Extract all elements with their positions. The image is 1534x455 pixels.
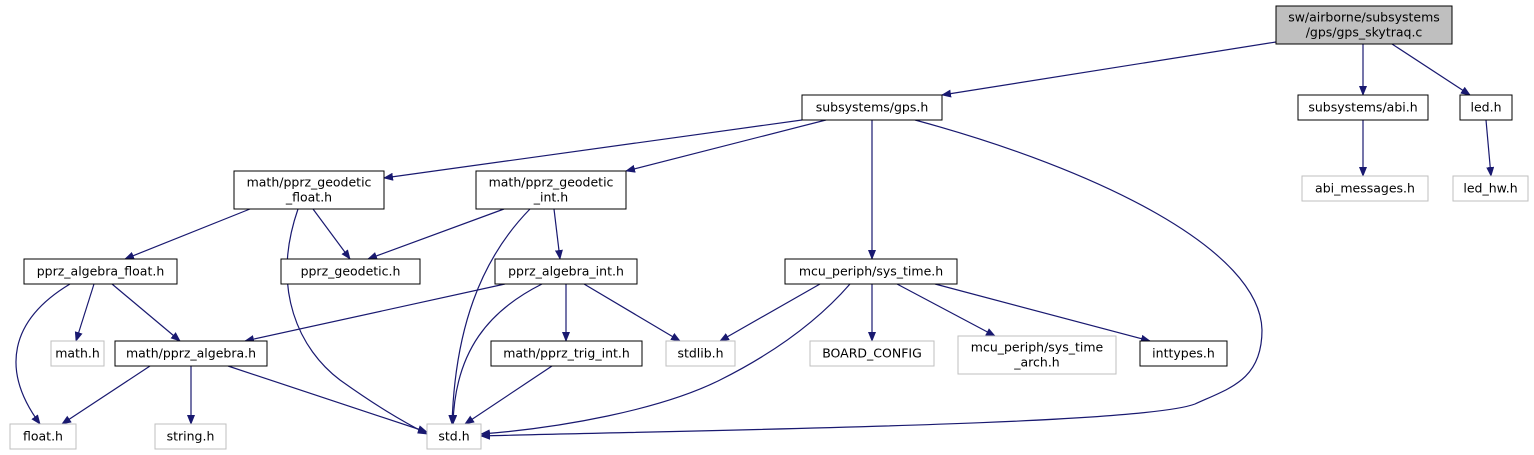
edge-gps-to-geo_float xyxy=(383,119,803,181)
node-box xyxy=(1301,175,1429,202)
node-root[interactable]: sw/airborne/subsystems/gps/gps_skytraq.c xyxy=(1275,5,1453,45)
node-abi-messages: abi_messages.h xyxy=(1301,175,1429,202)
node-box xyxy=(665,340,736,367)
node-label-line: mcu_periph/sys_time xyxy=(971,340,1104,355)
edge-alg_float-to-math xyxy=(74,283,95,342)
edge-geo_int-to-alg_int xyxy=(553,208,563,260)
node-sys-time-arch: mcu_periph/sys_time_arch.h xyxy=(957,335,1117,375)
node-label-line: _arch.h xyxy=(1013,355,1059,370)
node-trig-int[interactable]: math/pprz_trig_int.h xyxy=(490,340,643,367)
node-label-line: math/pprz_geodetic xyxy=(489,175,614,190)
edge-pprz_algebra-to-std xyxy=(227,365,428,433)
edge-trig_int-to-std xyxy=(464,365,553,425)
node-box xyxy=(1275,5,1453,45)
node-box xyxy=(426,423,482,450)
node-label-line: subsystems/gps.h xyxy=(816,100,929,115)
edge-sys_time-to-stdlib xyxy=(719,283,821,342)
node-box xyxy=(957,335,1117,375)
node-label-line: std.h xyxy=(438,429,469,444)
edge-geo_int-to-pprz_geodetic xyxy=(367,208,505,260)
edge-pprz_algebra-to-float xyxy=(61,365,151,425)
edge-led-to-led_hw xyxy=(1485,119,1495,177)
node-float: float.h xyxy=(9,423,77,450)
edge-geo_float-to-std xyxy=(286,208,428,435)
node-led-hw: led_hw.h xyxy=(1452,175,1529,202)
edge-root-to-gps xyxy=(941,41,1277,98)
node-box xyxy=(114,340,268,367)
node-label-line: abi_messages.h xyxy=(1315,181,1415,196)
node-box xyxy=(280,258,421,285)
node-box xyxy=(23,258,178,285)
edge-gps-to-std xyxy=(480,119,1263,440)
node-box xyxy=(154,423,227,450)
node-math: math.h xyxy=(50,340,105,367)
node-inttypes[interactable]: inttypes.h xyxy=(1139,340,1228,367)
node-board-config: BOARD_CONFIG xyxy=(809,340,935,367)
edge-sys_time-to-inttypes xyxy=(934,283,1151,343)
node-std: std.h xyxy=(426,423,482,450)
node-box xyxy=(801,94,943,121)
nodes-layer: sw/airborne/subsystems/gps/gps_skytraq.c… xyxy=(9,5,1529,450)
node-label-line: subsystems/abi.h xyxy=(1308,100,1417,115)
node-stdlib: stdlib.h xyxy=(665,340,736,367)
node-label-line: inttypes.h xyxy=(1152,346,1215,361)
node-geo-int[interactable]: math/pprz_geodetic_int.h xyxy=(475,170,627,210)
node-pprz-algebra[interactable]: math/pprz_algebra.h xyxy=(114,340,268,367)
edge-geo_float-to-alg_float xyxy=(124,208,251,260)
node-string: string.h xyxy=(154,423,227,450)
node-label-line: math/pprz_trig_int.h xyxy=(503,346,630,361)
node-box xyxy=(1139,340,1228,367)
node-gps[interactable]: subsystems/gps.h xyxy=(801,94,943,121)
edge-sys_time-to-std xyxy=(480,283,851,438)
edge-gps-to-geo_int xyxy=(625,119,827,173)
edge-alg_int-to-std xyxy=(449,283,543,425)
node-box xyxy=(494,258,638,285)
node-label-line: pprz_algebra_int.h xyxy=(508,264,624,279)
node-box xyxy=(1459,94,1513,121)
node-label-line: stdlib.h xyxy=(677,346,723,361)
node-alg-float[interactable]: pprz_algebra_float.h xyxy=(23,258,178,285)
edge-geo_int-to-std xyxy=(448,208,531,425)
node-box xyxy=(1452,175,1529,202)
node-box xyxy=(1297,94,1429,121)
node-label-line: pprz_algebra_float.h xyxy=(37,264,165,279)
edge-geo_float-to-pprz_geodetic xyxy=(312,208,351,260)
node-box xyxy=(490,340,643,367)
node-box xyxy=(9,423,77,450)
node-label-line: _int.h xyxy=(533,190,568,205)
node-label-line: math/pprz_geodetic xyxy=(247,175,372,190)
node-label-line: pprz_geodetic.h xyxy=(301,264,401,279)
node-label-line: sw/airborne/subsystems xyxy=(1288,10,1440,25)
node-label-line: mcu_periph/sys_time.h xyxy=(799,264,943,279)
edges-layer xyxy=(15,41,1495,440)
node-box xyxy=(784,258,958,285)
node-label-line: float.h xyxy=(23,429,63,444)
edge-alg_float-to-float xyxy=(15,283,71,425)
node-label-line: math/pprz_algebra.h xyxy=(126,346,256,361)
node-label-line: string.h xyxy=(167,429,215,444)
node-led[interactable]: led.h xyxy=(1459,94,1513,121)
node-geo-float[interactable]: math/pprz_geodetic_float.h xyxy=(233,170,385,210)
node-label-line: led.h xyxy=(1471,100,1502,115)
edge-alg_int-to-pprz_algebra xyxy=(244,283,506,343)
node-box xyxy=(809,340,935,367)
edge-alg_int-to-stdlib xyxy=(583,283,681,342)
node-abi[interactable]: subsystems/abi.h xyxy=(1297,94,1429,121)
node-label-line: /gps/gps_skytraq.c xyxy=(1306,25,1423,40)
edge-sys_time-to-sys_time_arch xyxy=(896,283,996,337)
node-box xyxy=(233,170,385,210)
node-label-line: BOARD_CONFIG xyxy=(822,346,922,361)
node-box xyxy=(475,170,627,210)
node-box xyxy=(50,340,105,367)
edge-alg_float-to-pprz_algebra xyxy=(111,283,181,342)
node-label-line: _float.h xyxy=(285,190,332,205)
node-label-line: math.h xyxy=(55,346,100,361)
node-alg-int[interactable]: pprz_algebra_int.h xyxy=(494,258,638,285)
node-sys-time[interactable]: mcu_periph/sys_time.h xyxy=(784,258,958,285)
edge-root-to-led xyxy=(1391,43,1471,96)
node-label-line: led_hw.h xyxy=(1463,181,1517,196)
node-pprz-geodetic[interactable]: pprz_geodetic.h xyxy=(280,258,421,285)
